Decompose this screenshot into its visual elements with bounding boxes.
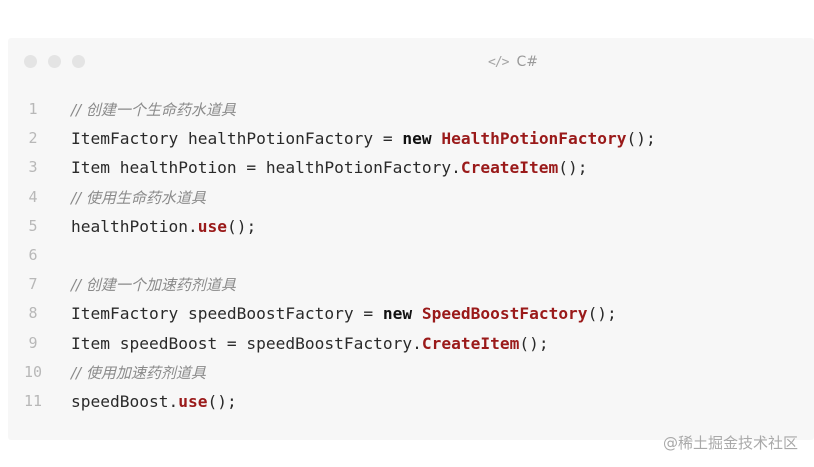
code-line: 6 — [8, 241, 814, 270]
code-line: 11 speedBoost.use(); — [8, 387, 814, 416]
code-line: 10 // 使用加速药剂道具 — [8, 358, 814, 387]
line-number: 3 — [28, 158, 38, 177]
code-function-name: SpeedBoostFactory — [421, 304, 588, 324]
code-text: (); — [226, 216, 257, 236]
language-label: </> C# — [488, 52, 538, 72]
code-text: ItemFactory speedBoostFactory = — [71, 304, 383, 324]
code-line: 8 ItemFactory speedBoostFactory = new Spe… — [8, 299, 814, 328]
line-number: 8 — [28, 304, 38, 323]
line-number: 5 — [28, 216, 38, 235]
line-number: 9 — [28, 333, 38, 352]
line-number: 4 — [28, 187, 38, 206]
code-text: (); — [558, 158, 588, 178]
line-number: 2 — [28, 129, 38, 148]
code-line: 5 healthPotion.use(); — [8, 212, 814, 241]
line-code: ItemFactory healthPotionFactory = new He… — [71, 124, 656, 153]
code-keyword: new — [382, 304, 413, 324]
code-function-name: CreateItem — [421, 333, 520, 353]
code-body: 1 // 创建一个生命药水道具 2 ItemFactory healthPotionF… — [8, 95, 814, 416]
code-text: speedBoost. — [71, 391, 179, 411]
code-text: (); — [207, 391, 237, 411]
code-line: 3 Item healthPotion = healthPotionFactory… — [8, 153, 814, 182]
code-text: healthPotion. — [71, 216, 198, 236]
line-code: Item speedBoost = speedBoostFactory.Crea… — [71, 329, 549, 358]
code-text: ItemFactory healthPotionFactory = — [71, 129, 403, 149]
line-code: // 使用生命药水道具 — [71, 183, 206, 213]
code-line: 2 ItemFactory healthPotionFactory = new H… — [8, 124, 814, 153]
line-code: // 创建一个生命药水道具 — [71, 95, 236, 125]
code-function-name: use — [178, 391, 208, 411]
code-text: Item speedBoost = speedBoostFactory. — [71, 333, 422, 353]
code-comment: // 使用加速药剂道具 — [71, 363, 206, 382]
code-text: Item healthPotion = healthPotionFactory. — [71, 158, 461, 178]
code-function-name: use — [197, 216, 227, 236]
window-dot-close — [24, 55, 37, 68]
code-comment: // 创建一个生命药水道具 — [71, 101, 236, 119]
code-text — [412, 304, 422, 323]
code-text: (); — [587, 304, 617, 324]
code-comment: // 使用生命药水道具 — [71, 188, 206, 207]
line-code: healthPotion.use(); — [71, 212, 256, 241]
code-comment: // 创建一个加速药剂道具 — [71, 276, 236, 295]
code-function-name: CreateItem — [460, 158, 559, 178]
code-text: (); — [626, 129, 656, 149]
code-line: 4 // 使用生命药水道具 — [8, 183, 814, 212]
window-dot-minimize — [48, 55, 61, 68]
watermark: @稀土掘金技术社区 — [662, 434, 798, 452]
line-code: speedBoost.use(); — [71, 387, 237, 416]
line-code: // 使用加速药剂道具 — [71, 358, 206, 388]
line-number: 7 — [28, 275, 38, 294]
code-line: 7 // 创建一个加速药剂道具 — [8, 270, 814, 299]
code-line: 9 Item speedBoost = speedBoostFactory.Cre… — [8, 329, 814, 358]
code-text — [432, 129, 442, 148]
code-text: (); — [519, 333, 549, 353]
language-name: C# — [516, 54, 538, 70]
line-number: 6 — [28, 245, 38, 264]
window-dot-maximize — [72, 55, 85, 68]
code-brackets-icon: </> — [488, 54, 510, 70]
line-number: 11 — [23, 391, 43, 410]
code-keyword: new — [402, 129, 432, 149]
line-code: Item healthPotion = healthPotionFactory.… — [71, 153, 588, 182]
code-function-name: HealthPotionFactory — [441, 129, 627, 149]
code-line: 1 // 创建一个生命药水道具 — [8, 95, 814, 124]
line-number: 1 — [28, 100, 38, 118]
line-number: 10 — [23, 362, 43, 381]
line-code: // 创建一个加速药剂道具 — [71, 270, 236, 300]
code-block-window: </> C# 1 // 创建一个生命药水道具 2 ItemFactory health… — [8, 38, 814, 440]
line-code: ItemFactory speedBoostFactory = new Spee… — [71, 299, 617, 328]
code-block-titlebar: </> C# — [8, 38, 814, 88]
